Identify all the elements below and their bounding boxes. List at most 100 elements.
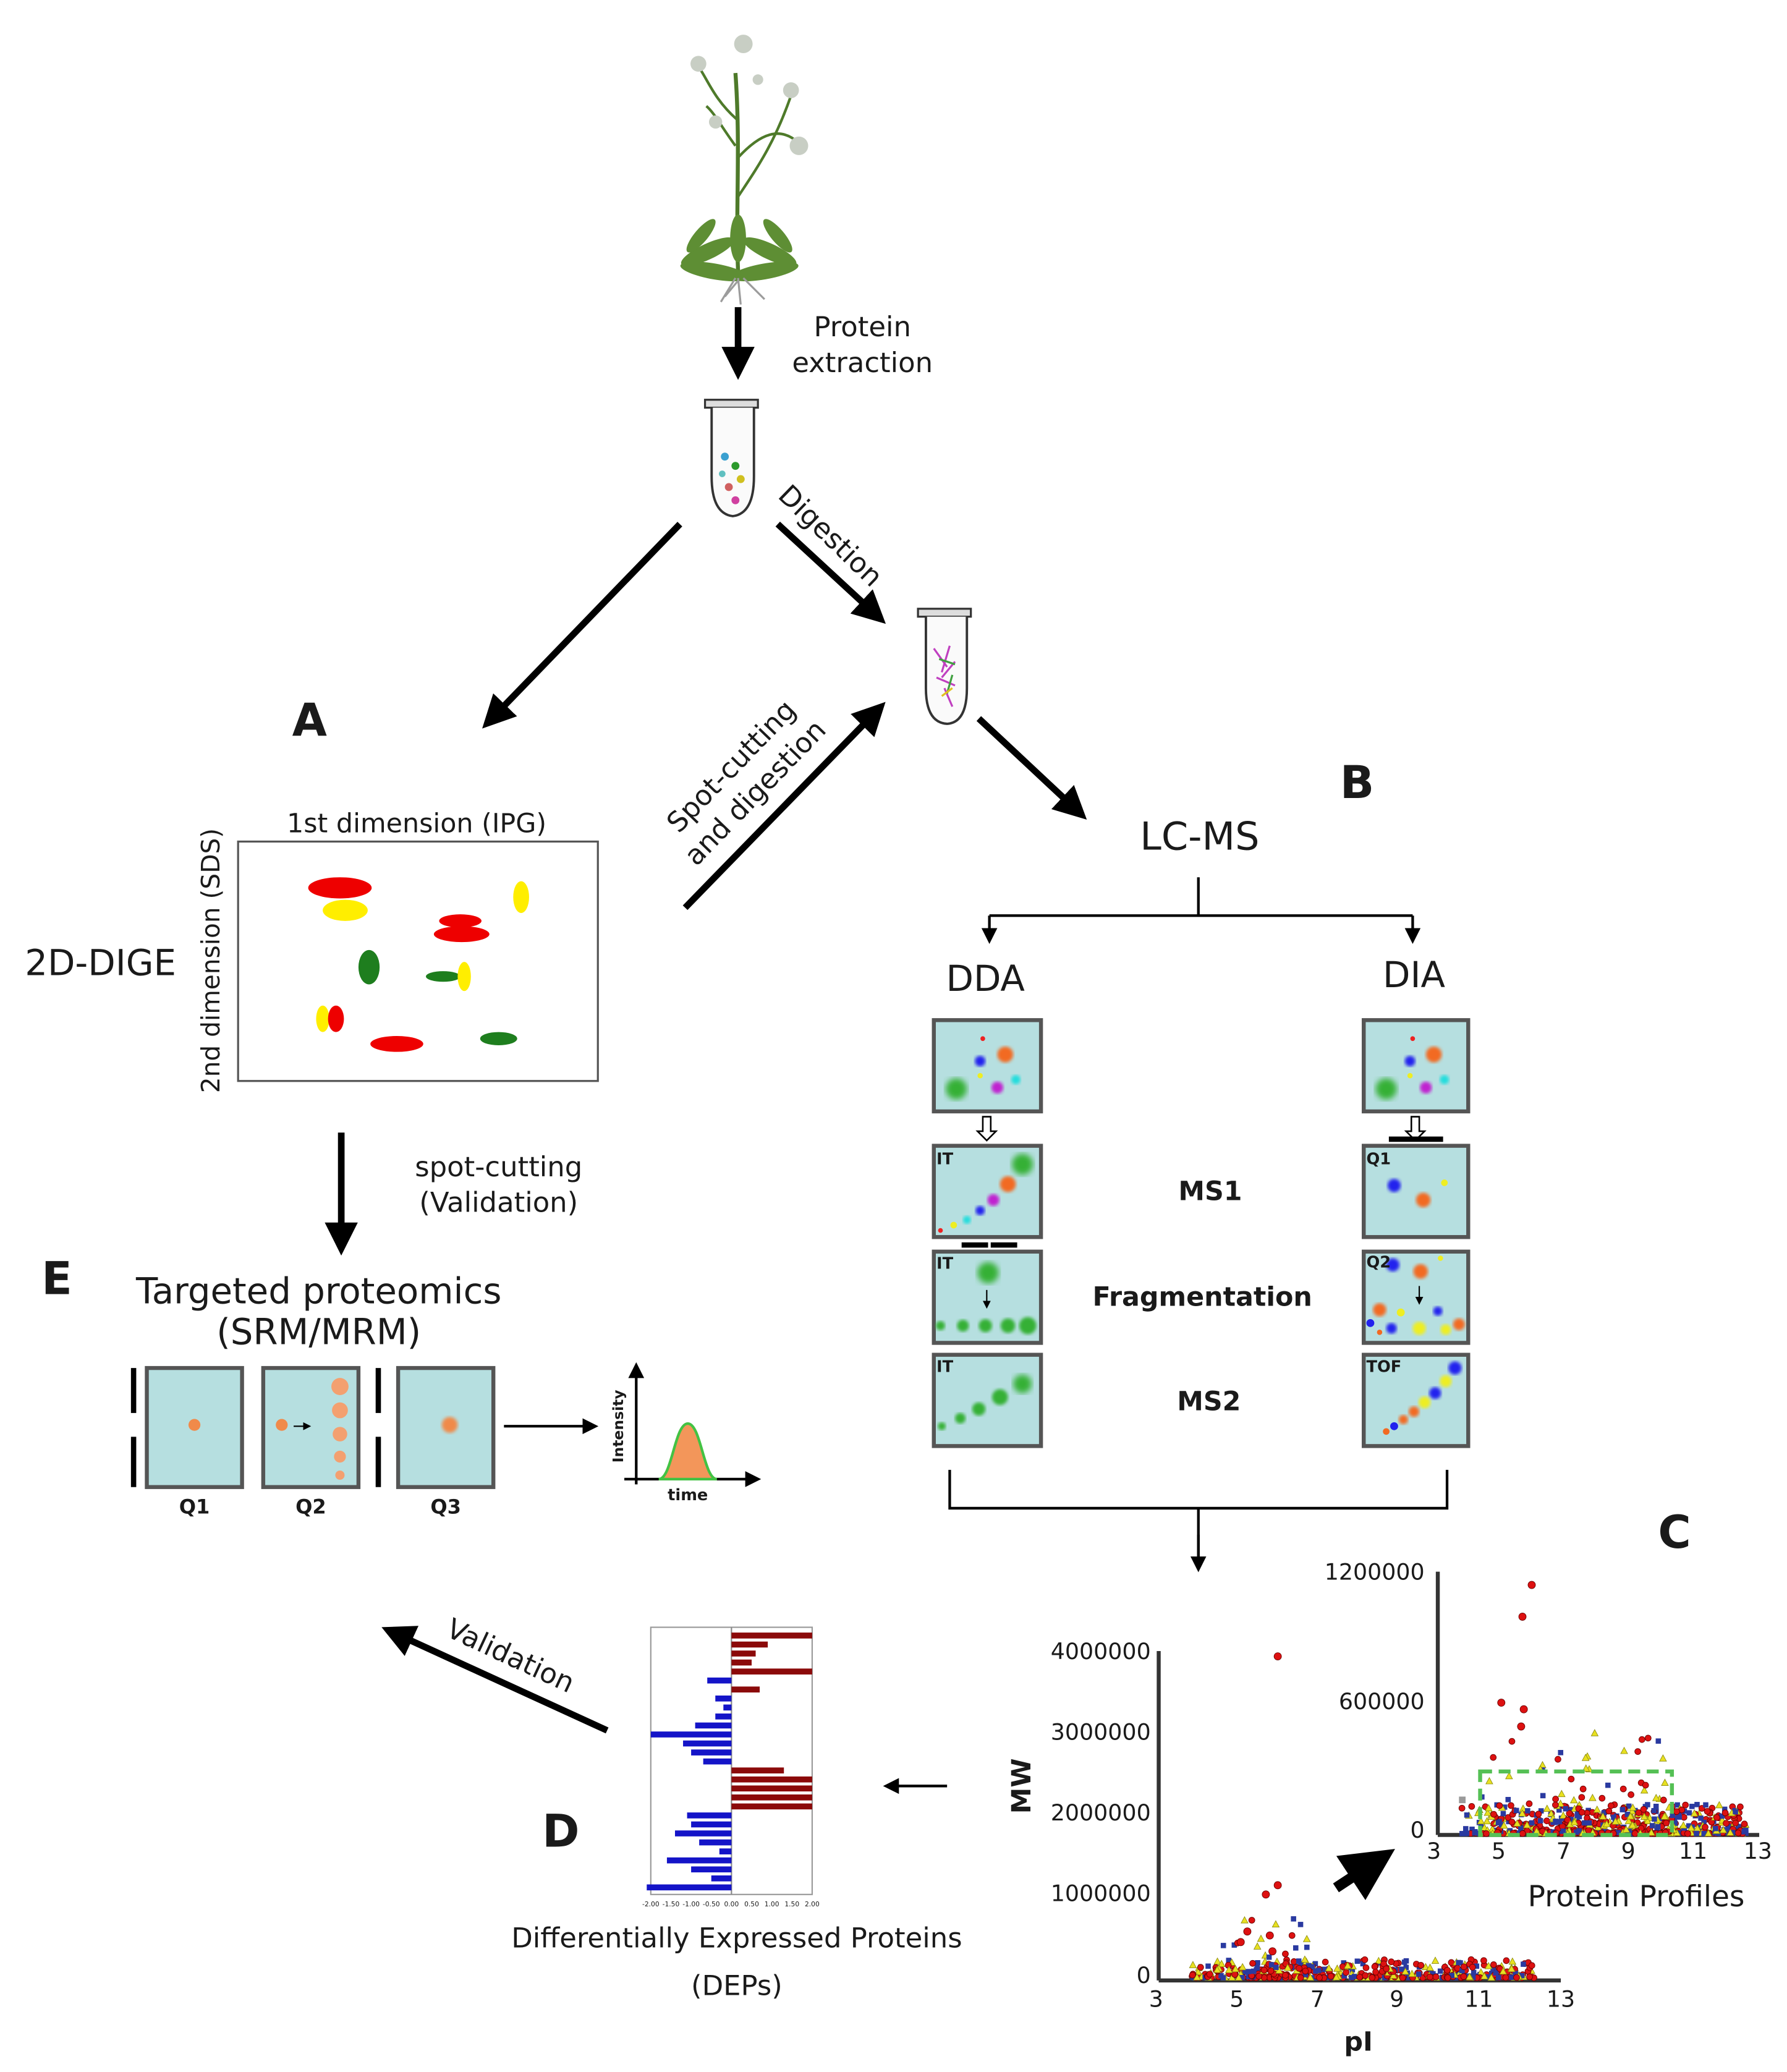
profile-point bbox=[1282, 1972, 1289, 1979]
profile-point bbox=[1726, 1828, 1734, 1836]
deps-xtick: 0.00 bbox=[724, 1900, 739, 1908]
profile-point bbox=[1483, 1830, 1490, 1837]
profile-point bbox=[1675, 1802, 1680, 1808]
section-letter-d: D bbox=[542, 1806, 579, 1858]
profile-point bbox=[1523, 1820, 1531, 1828]
main-x-ticks: 3 5 7 9 11 13 bbox=[1149, 1986, 1576, 2013]
fragmentation-label: Fragmentation bbox=[1092, 1282, 1312, 1313]
profile-point bbox=[1624, 1811, 1631, 1817]
profile-point bbox=[1684, 1830, 1691, 1837]
dep-bar-down bbox=[695, 1722, 732, 1729]
profile-point bbox=[1362, 1972, 1369, 1979]
profile-point bbox=[1502, 1974, 1509, 1981]
profile-point bbox=[1485, 1974, 1491, 1980]
profile-point bbox=[1505, 1772, 1513, 1780]
profile-point bbox=[1313, 1968, 1318, 1974]
profile-point bbox=[1469, 1964, 1476, 1971]
profile-point bbox=[1427, 1968, 1432, 1974]
profile-point bbox=[1508, 1819, 1516, 1825]
profile-point bbox=[1344, 1961, 1352, 1969]
profile-point bbox=[1655, 1824, 1661, 1830]
to-gel-arrow bbox=[482, 522, 682, 729]
profile-point bbox=[1490, 1754, 1497, 1761]
profile-point bbox=[1480, 1957, 1487, 1964]
profile-point bbox=[1361, 1956, 1369, 1963]
profile-point bbox=[1456, 1959, 1462, 1966]
profile-point bbox=[1640, 1812, 1649, 1820]
profile-point bbox=[1464, 1812, 1470, 1818]
profile-point bbox=[1273, 1964, 1279, 1971]
profile-point bbox=[1372, 1968, 1379, 1976]
lcms-title: LC-MS bbox=[1140, 813, 1259, 859]
profile-point bbox=[1581, 1820, 1587, 1826]
profile-outlier bbox=[1518, 1612, 1527, 1621]
spot-cutting-digestion-arrow bbox=[682, 702, 886, 911]
profile-point bbox=[1690, 1809, 1699, 1817]
profile-point bbox=[1569, 1796, 1578, 1804]
profile-point bbox=[1555, 1756, 1561, 1763]
profile-point bbox=[1704, 1807, 1711, 1815]
profile-point bbox=[1493, 1970, 1499, 1976]
dep-bar-down bbox=[691, 1821, 732, 1828]
profile-point bbox=[1296, 1958, 1302, 1964]
profile-point bbox=[1543, 1804, 1551, 1812]
dep-bar-down bbox=[647, 1884, 732, 1891]
profile-point bbox=[1458, 1804, 1466, 1812]
profile-point bbox=[1406, 1974, 1412, 1981]
profile-point bbox=[1730, 1830, 1736, 1835]
profile-point bbox=[1518, 1825, 1524, 1831]
profile-point bbox=[1694, 1802, 1700, 1807]
profile-point bbox=[1721, 1809, 1729, 1817]
profile-point bbox=[1733, 1809, 1738, 1815]
profile-point bbox=[1556, 1819, 1563, 1825]
profile-point bbox=[1631, 1830, 1639, 1837]
profile-point bbox=[1472, 1830, 1478, 1836]
profile-point bbox=[1253, 1942, 1262, 1950]
profile-point bbox=[1732, 1819, 1739, 1827]
profile-point bbox=[1460, 1973, 1467, 1980]
profile-point bbox=[1444, 1966, 1451, 1974]
profile-point bbox=[1217, 1959, 1226, 1968]
protein-extraction-label-line2: extraction bbox=[792, 346, 933, 379]
profile-point bbox=[1513, 1807, 1519, 1814]
profile-point bbox=[1737, 1803, 1744, 1811]
profile-point bbox=[1593, 1805, 1602, 1813]
main-xtick-4: 11 bbox=[1464, 1986, 1493, 2013]
profile-point bbox=[1426, 1973, 1433, 1981]
profile-point bbox=[1628, 1791, 1634, 1798]
profile-point bbox=[1322, 1958, 1329, 1966]
profile-point bbox=[1194, 1968, 1202, 1976]
main-ytick-4: 4000000 bbox=[1051, 1638, 1151, 1665]
main-xtick-5: 13 bbox=[1547, 1986, 1575, 2013]
dep-bar-up bbox=[731, 1686, 760, 1693]
profile-point bbox=[1298, 1961, 1304, 1967]
profile-point bbox=[1480, 1972, 1488, 1980]
dep-bar-up bbox=[731, 1767, 784, 1773]
profile-point bbox=[1513, 1974, 1520, 1981]
profile-point bbox=[1578, 1809, 1585, 1816]
section-letter-b: B bbox=[1340, 757, 1374, 809]
profile-point bbox=[1640, 1786, 1649, 1794]
profile-point bbox=[1741, 1820, 1748, 1828]
profile-point bbox=[1432, 1973, 1440, 1981]
profile-point bbox=[1655, 1738, 1662, 1744]
profile-point bbox=[1679, 1821, 1687, 1829]
profile-point bbox=[1528, 1962, 1535, 1969]
profile-point bbox=[1316, 1974, 1323, 1981]
profile-point bbox=[1678, 1830, 1683, 1836]
profile-point bbox=[1500, 1811, 1506, 1817]
profile-point bbox=[1282, 1950, 1289, 1958]
main-ytick-1: 1000000 bbox=[1051, 1880, 1151, 1906]
profile-outlier bbox=[1497, 1699, 1506, 1707]
profile-point bbox=[1275, 1966, 1283, 1974]
profile-point bbox=[1309, 1964, 1315, 1969]
zoom-arrow bbox=[1333, 1849, 1395, 1900]
profile-point bbox=[1570, 1818, 1579, 1825]
profile-point bbox=[1605, 1807, 1613, 1815]
dige-label: 2D-DIGE bbox=[25, 942, 176, 984]
dia-label: DIA bbox=[1383, 954, 1446, 996]
dep-bar-up bbox=[731, 1794, 812, 1801]
profile-point bbox=[1459, 1968, 1465, 1974]
dep-bar-down bbox=[691, 1866, 732, 1873]
